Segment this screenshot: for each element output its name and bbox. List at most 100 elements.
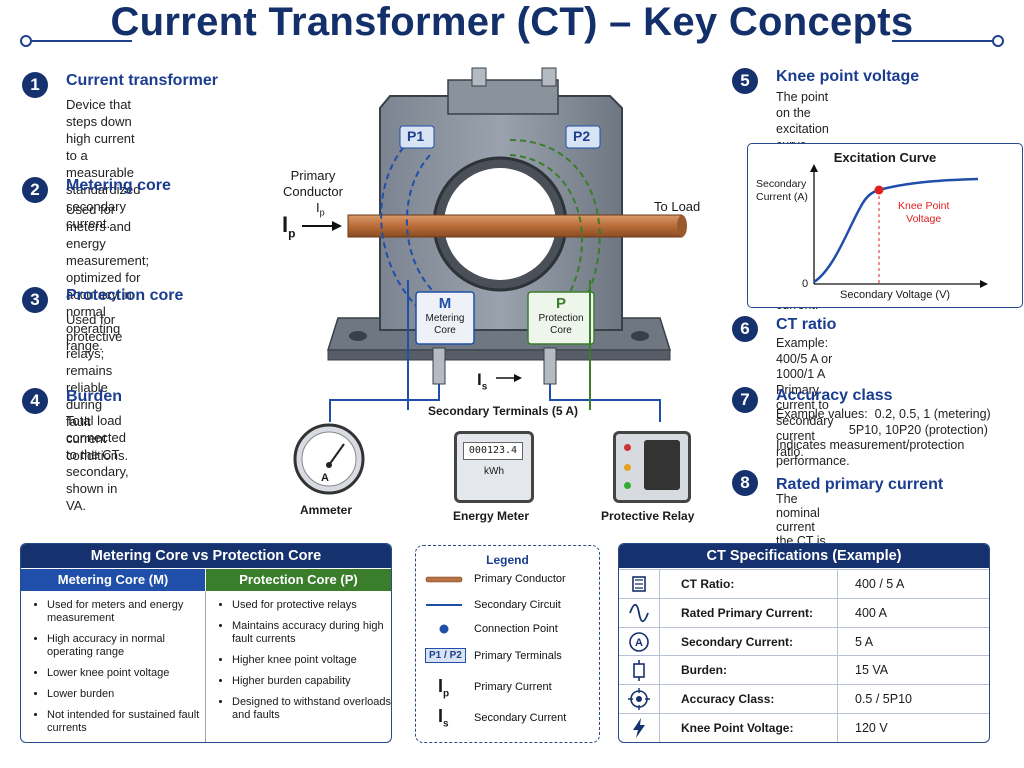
excitation-y-label: Secondary Current (A) (756, 178, 808, 203)
spec-icon-divider (659, 714, 660, 742)
spec-row: Knee Point Voltage: 120 V (619, 713, 989, 742)
legend-panel: Legend P1 / P2 Ip Is Primary Conductor S… (415, 545, 600, 743)
spec-row: CT Ratio:400 / 5 A (619, 569, 989, 598)
legend-is-symbol: Is (438, 706, 449, 730)
concept-title: Accuracy class (776, 387, 893, 404)
excitation-curve-chart (810, 164, 988, 288)
is-symbol: Is (477, 370, 488, 393)
concept-number: 1 (22, 72, 48, 98)
spec-value-divider (837, 685, 838, 714)
spec-row: Accuracy Class: 0.5 / 5P10 (619, 684, 989, 714)
protection-core-letter: P (555, 295, 566, 312)
ammeter-symbol: A (321, 472, 329, 484)
concept-title: Burden (66, 388, 122, 405)
list-item: Lower burden (47, 688, 207, 701)
concept-number: 5 (732, 68, 758, 94)
concept-title: Rated primary current (776, 476, 944, 493)
spec-value: 400 A (855, 605, 887, 620)
concept-desc: Example values: 0.2, 0.5, 1 (metering) 5… (776, 407, 991, 468)
secondary-wire-ammeter (329, 384, 440, 422)
spec-value: 120 V (855, 721, 888, 735)
spec-icon-divider (659, 627, 660, 656)
sine-wave-icon (628, 602, 650, 624)
list-item: Higher burden capability (232, 675, 391, 688)
legend-item: Primary Conductor (474, 573, 566, 585)
knee-point-marker (874, 185, 884, 195)
concept-number: 8 (732, 470, 758, 496)
p1-terminal-label: P1 (407, 128, 425, 144)
comparison-panel: Metering Core vs Protection Core Meterin… (20, 543, 392, 743)
spec-label: Burden: (681, 663, 727, 678)
concept-number: 4 (22, 388, 48, 414)
spec-row: Rated Primary Current:400 A (619, 597, 989, 627)
list-item: Used for protective relays (232, 599, 391, 612)
protection-core-box (527, 291, 595, 345)
title-right-rule (892, 40, 992, 42)
meter-unit: kWh (484, 466, 504, 477)
protection-core-text: Protection Core (538, 313, 584, 336)
comparison-title: Metering Core vs Protection Core (21, 544, 391, 568)
list-item: Maintains accuracy during high fault cur… (232, 620, 391, 646)
legend-item: Primary Current (474, 681, 552, 693)
excitation-origin-label: 0 (802, 278, 809, 290)
spec-value: 400 / 5 A (855, 577, 905, 591)
legend-ip-symbol: Ip (438, 676, 450, 700)
spec-value-divider (837, 714, 838, 742)
ammeter-icon: A (628, 631, 650, 653)
metering-core-text: Metering Core (425, 313, 465, 336)
spec-value-divider (837, 598, 838, 627)
page-title: Current Transformer (CT) – Key Concepts (110, 0, 914, 44)
spec-icon-divider (659, 598, 660, 627)
resistor-icon (628, 659, 650, 682)
spec-value-divider (837, 627, 838, 656)
title-left-rule (32, 40, 132, 42)
ammeter-label: Ammeter (300, 503, 353, 517)
y-axis-arrow (810, 164, 818, 172)
p2-terminal-label: P2 (573, 128, 591, 144)
excitation-curve-panel: Excitation Curve Secondary Current (A) 0… (747, 143, 1023, 308)
spec-row: Burden:15 VA (619, 655, 989, 685)
energy-meter-icon: 000123.4 kWh (454, 431, 534, 503)
spec-icon-divider (659, 570, 660, 598)
spec-value-divider (837, 570, 838, 598)
legend-connection-dot (439, 624, 449, 634)
comparison-divider (205, 591, 206, 742)
concept-desc: Example: 400/5 A or 1000/1 A Primary cur… (776, 336, 834, 459)
mount-hole-right (631, 331, 649, 341)
concept-number: 2 (22, 177, 48, 203)
is-arrow-head (514, 374, 522, 382)
ct-base-edge (327, 349, 671, 361)
mount-hole-left (349, 331, 367, 341)
spec-label: Accuracy Class: (681, 692, 775, 707)
top-bolt-left (471, 67, 487, 87)
protection-winding-outer (509, 139, 601, 313)
concept-title: Knee point voltage (776, 68, 920, 85)
list-item: Higher knee point voltage (232, 654, 391, 667)
lightning-icon (628, 717, 650, 739)
concept-desc: Total load connected to the CT secondary… (66, 413, 129, 513)
concept-desc: Device that steps down high current to a… (66, 97, 141, 231)
to-load-label: To Load (654, 199, 701, 214)
concept-desc: Used for protective relays; remains reli… (66, 312, 129, 463)
metering-core-header: Metering Core (M) (21, 569, 205, 591)
legend-item: Secondary Current (474, 712, 567, 724)
ct-top-block (447, 79, 559, 115)
metering-list: Used for meters and energy measurement H… (21, 599, 207, 742)
target-icon (628, 688, 650, 711)
spec-value: 0.5 / 5P10 (855, 692, 912, 707)
secondary-wire-relay (549, 384, 661, 422)
spec-label: Knee Point Voltage: (681, 721, 794, 735)
metering-winding-inner (406, 154, 461, 299)
legend-item: Secondary Circuit (474, 599, 561, 611)
concept-title: Protection core (66, 287, 184, 304)
ip-symbol: Ip (282, 212, 296, 241)
excitation-curve-line (813, 177, 979, 284)
metering-core-box (415, 291, 475, 345)
excitation-curve-title: Excitation Curve (833, 150, 937, 165)
secondary-terminals-label: Secondary Terminals (5 A) (428, 404, 579, 418)
concept-title: CT ratio (776, 316, 837, 333)
concept-title: Metering core (66, 177, 171, 194)
concept-number: 6 (732, 316, 758, 342)
x-axis-arrow (980, 280, 988, 288)
